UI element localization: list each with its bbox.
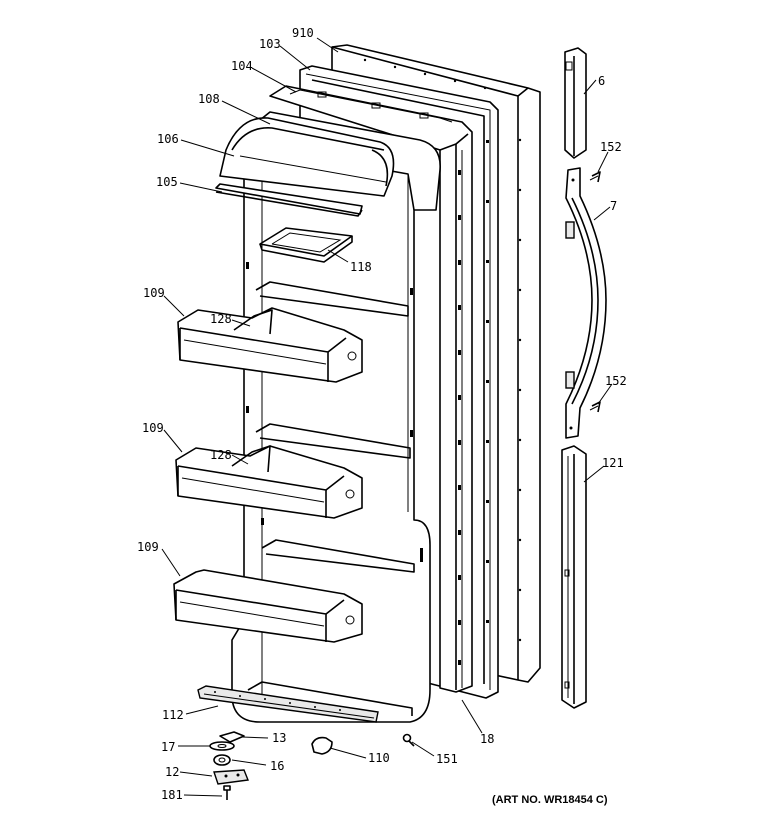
handle-trim-strip: [561, 445, 587, 709]
screw-181: [223, 785, 231, 800]
handle-cap-top: [564, 47, 587, 159]
callout-112: 112: [162, 708, 184, 722]
callout-152-upper: 152: [600, 140, 622, 154]
callout-110: 110: [368, 751, 390, 765]
callout-12: 12: [165, 765, 179, 779]
screw-151: [402, 733, 415, 747]
callout-128-upper: 128: [210, 312, 232, 326]
door-bin-lower: [173, 569, 363, 643]
door-bin-upper: [177, 307, 363, 383]
callout-103: 103: [259, 37, 281, 51]
door-liner: [269, 85, 473, 693]
art-number: (ART NO. WR18454 C): [492, 794, 608, 806]
callout-16: 16: [270, 759, 284, 773]
callout-104: 104: [231, 59, 253, 73]
screw-152-upper: [589, 171, 601, 183]
callout-910: 910: [292, 26, 314, 40]
hinge-bracket-12: [213, 769, 249, 785]
callout-109-lower: 109: [137, 540, 159, 554]
bottom-trim-strip: [197, 685, 379, 723]
door-shelf-ribs: [247, 281, 415, 716]
callout-106: 106: [157, 132, 179, 146]
callout-151: 151: [436, 752, 458, 766]
callout-105: 105: [156, 175, 178, 189]
hinge-pin-13: [219, 731, 245, 743]
dairy-compartment-cover: [219, 117, 395, 197]
cam-16: [213, 754, 231, 766]
callout-18: 18: [480, 732, 494, 746]
bushing-17: [209, 741, 235, 751]
dairy-door-front: [215, 183, 363, 217]
callout-152-lower: 152: [605, 374, 627, 388]
callout-7: 7: [610, 199, 617, 213]
callout-108: 108: [198, 92, 220, 106]
callout-121: 121: [602, 456, 624, 470]
callout-6: 6: [598, 74, 605, 88]
callout-17: 17: [161, 740, 175, 754]
callout-labels: 910 103 104 108 106 105 118 109 128 109 …: [137, 26, 627, 806]
leader-lines: [161, 37, 613, 797]
callout-118: 118: [350, 260, 372, 274]
door-handle: [565, 167, 607, 439]
egg-tray: [259, 227, 353, 263]
callout-181: 181: [161, 788, 183, 802]
callout-109-upper: 109: [143, 286, 165, 300]
door-bin-middle: [175, 445, 363, 519]
callout-109-middle: 109: [142, 421, 164, 435]
callout-13: 13: [272, 731, 286, 745]
door-stop-110: [311, 736, 333, 755]
callout-128-middle: 128: [210, 448, 232, 462]
